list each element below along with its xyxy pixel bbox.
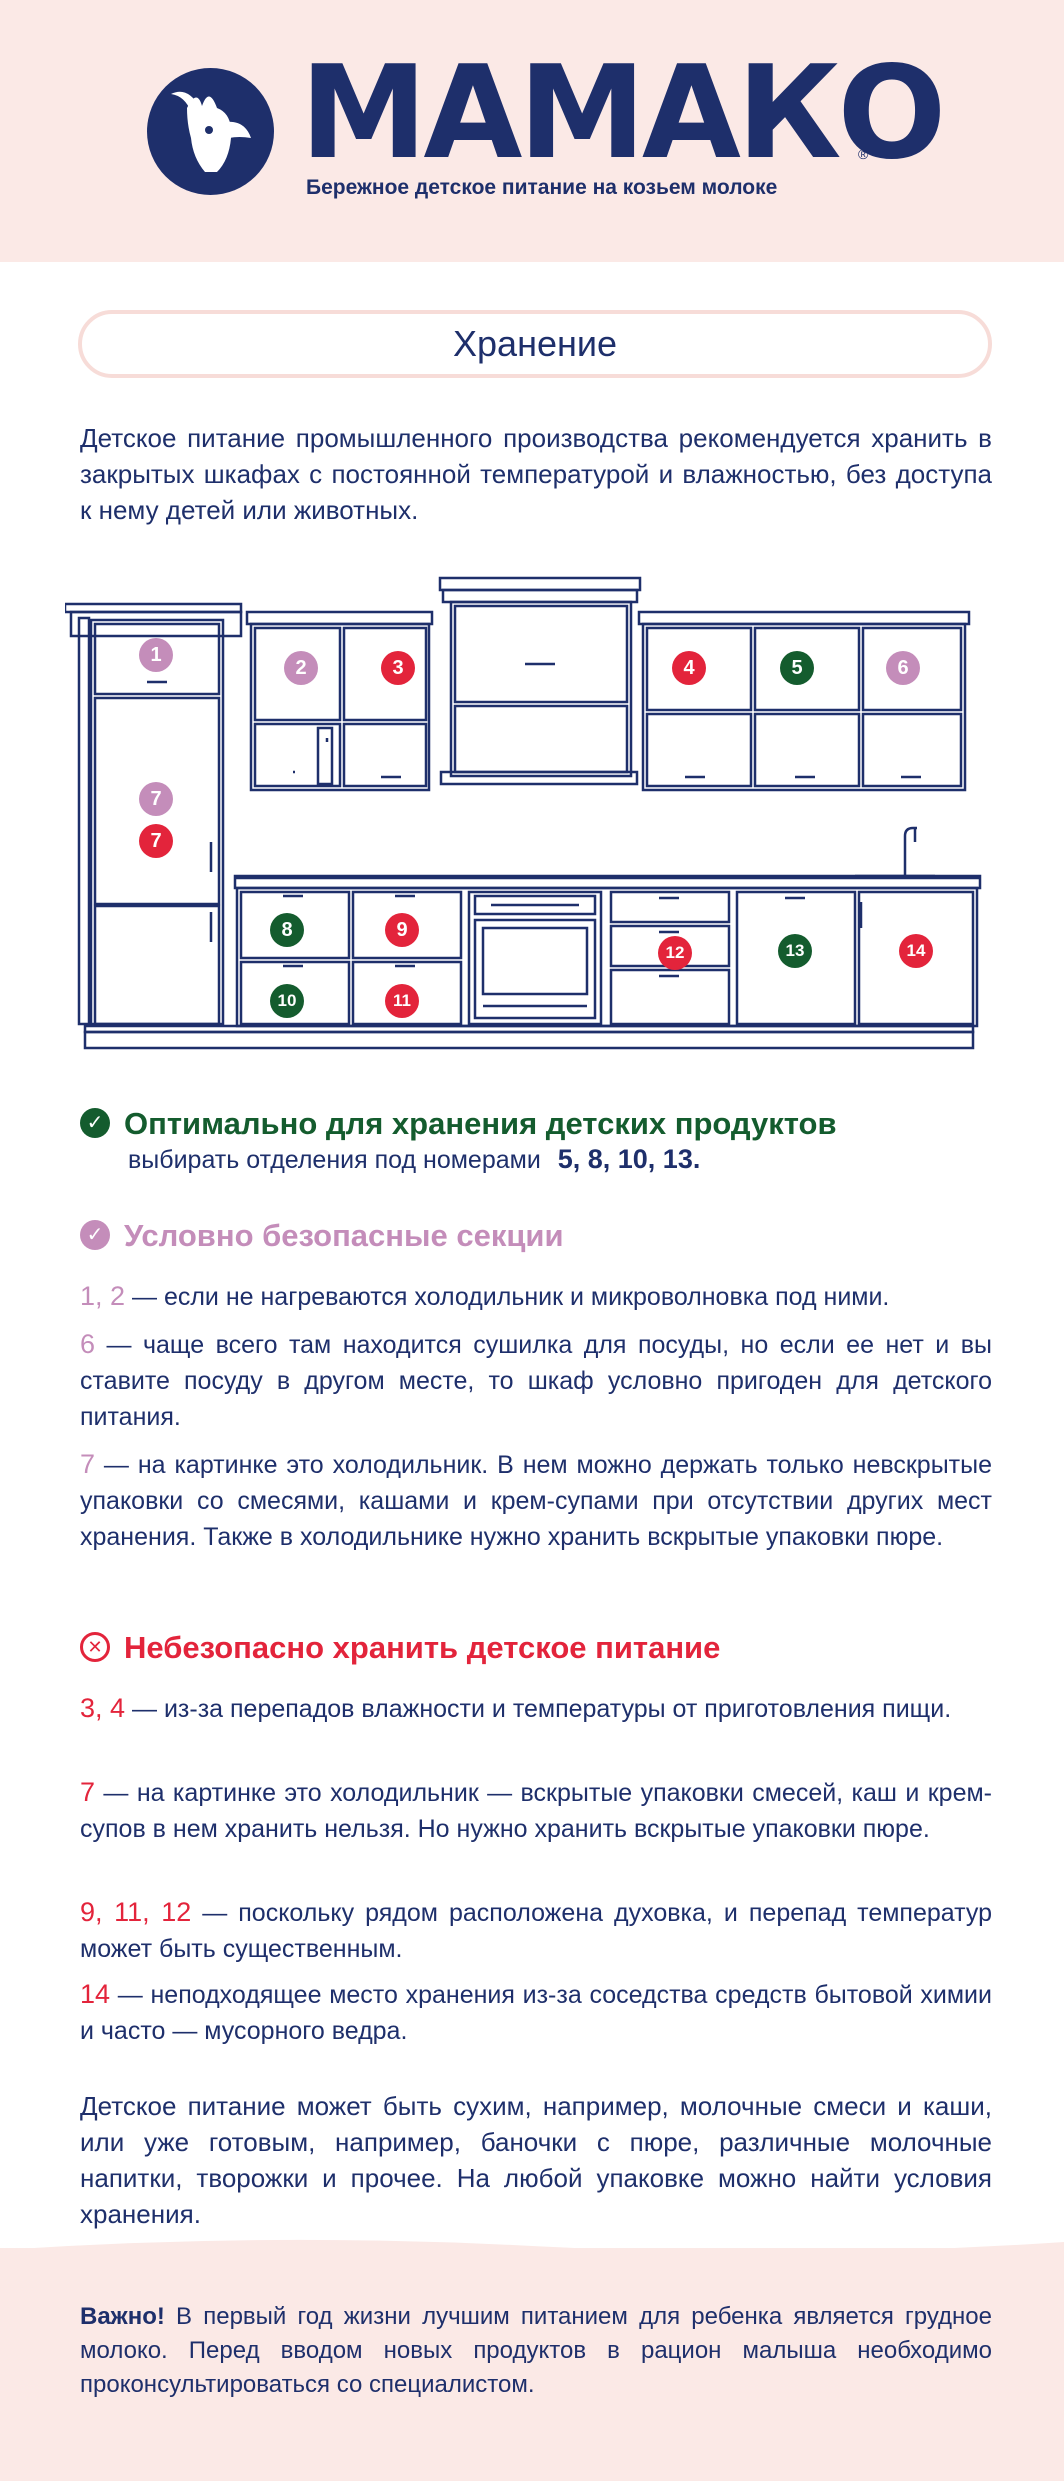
unsafe-item: 14 — неподходящее место хранения из-за с… (80, 1976, 992, 2049)
goat-logo-icon (147, 68, 274, 195)
unsafe-item: 3, 4 — из-за перепадов влажности и темпе… (80, 1690, 992, 1727)
unsafe-item-numbers: 3, 4 (80, 1693, 126, 1723)
marker-8: 8 (270, 913, 304, 947)
page-title: Хранение (453, 323, 617, 364)
marker-10: 10 (270, 984, 304, 1018)
header-band: МАМАКО ® Бережное детское питание на коз… (0, 0, 1064, 262)
marker-6: 6 (886, 651, 920, 685)
marker-5: 5 (780, 651, 814, 685)
marker-11: 11 (385, 984, 419, 1018)
unsafe-item-text: — на картинке это холодильник — вскрытые… (80, 1779, 992, 1843)
optimal-text: выбирать отделения под номерами (128, 1146, 541, 1174)
conditional-heading: Условно безопасные секции (124, 1218, 564, 1253)
conditional-heading-row: ✓ Условно безопасные секции (80, 1216, 1010, 1256)
marker-13: 13 (778, 934, 812, 968)
marker-7-unsafe: 7 (139, 824, 173, 858)
marker-7-conditional: 7 (139, 782, 173, 816)
unsafe-item-numbers: 7 (80, 1777, 96, 1807)
marker-3: 3 (381, 651, 415, 685)
important-label: Важно! (80, 2303, 165, 2330)
footer-band (0, 2239, 1064, 2481)
conditional-item-text: — если не нагреваются холодильник и микр… (125, 1283, 890, 1311)
conditional-item: 1, 2 — если не нагреваются холодильник и… (80, 1278, 992, 1315)
marker-9: 9 (385, 913, 419, 947)
unsafe-item-text: — из-за перепадов влажности и температур… (125, 1695, 952, 1723)
check-icon: ✓ (80, 1219, 110, 1250)
marker-1: 1 (139, 638, 173, 672)
cross-icon: ✕ (80, 1631, 110, 1662)
marker-4: 4 (672, 651, 706, 685)
unsafe-item-text: — неподходящее место хранения из-за сосе… (80, 1981, 992, 2045)
conditional-item-numbers: 1, 2 (80, 1281, 126, 1311)
conditional-item: 6 — чаще всего там находится сушилка для… (80, 1326, 992, 1435)
unsafe-item-text: — поскольку рядом расположена духовка, и… (80, 1899, 992, 1963)
important-text: В первый год жизни лучшим питанием для р… (80, 2303, 992, 2398)
optimal-numbers: 5, 8, 10, 13. (557, 1144, 701, 1174)
brand-logo: МАМАКО (300, 39, 946, 188)
marker-2: 2 (284, 651, 318, 685)
conditional-item-numbers: 7 (80, 1449, 96, 1479)
registered-mark: ® (858, 146, 869, 162)
kitchen-diagram: 1 2 3 4 5 6 7 7 8 9 10 11 12 13 14 (63, 572, 995, 1062)
unsafe-item: 9, 11, 12 — поскольку рядом расположена … (80, 1894, 992, 1967)
unsafe-item: 7 — на картинке это холодильник — вскрыт… (80, 1774, 992, 1847)
page-title-pill: Хранение (78, 310, 992, 378)
conditional-item: 7 — на картинке это холодильник. В нем м… (80, 1446, 992, 1555)
optimal-heading: Оптимально для хранения детских продукто… (124, 1106, 837, 1141)
check-icon: ✓ (80, 1107, 110, 1138)
unsafe-item-numbers: 14 (80, 1979, 111, 2009)
conditional-item-text: — на картинке это холодильник. В нем мож… (80, 1451, 992, 1551)
intro-paragraph: Детское питание промышленного производст… (80, 423, 992, 525)
conditional-item-text: — чаще всего там находится сушилка для п… (80, 1331, 992, 1431)
unsafe-item-numbers: 9, 11, 12 (80, 1897, 192, 1927)
closing-paragraph: Детское питание может быть сухим, наприм… (80, 2091, 992, 2229)
optimal-heading-row: ✓ Оптимально для хранения детских продукт… (80, 1104, 1010, 1144)
unsafe-heading: Небезопасно хранить детское питание (124, 1630, 721, 1665)
brand-tagline: Бережное детское питание на козьем молок… (306, 176, 778, 199)
unsafe-heading-row: ✕ Небезопасно хранить детское питание (80, 1628, 1010, 1668)
marker-14: 14 (899, 934, 933, 968)
optimal-text-row: выбирать отделения под номерами 5, 8, 10… (128, 1142, 988, 1177)
conditional-item-numbers: 6 (80, 1329, 96, 1359)
marker-12: 12 (658, 936, 692, 970)
important-note: Важно! В первый год жизни лучшим питание… (80, 2300, 992, 2402)
